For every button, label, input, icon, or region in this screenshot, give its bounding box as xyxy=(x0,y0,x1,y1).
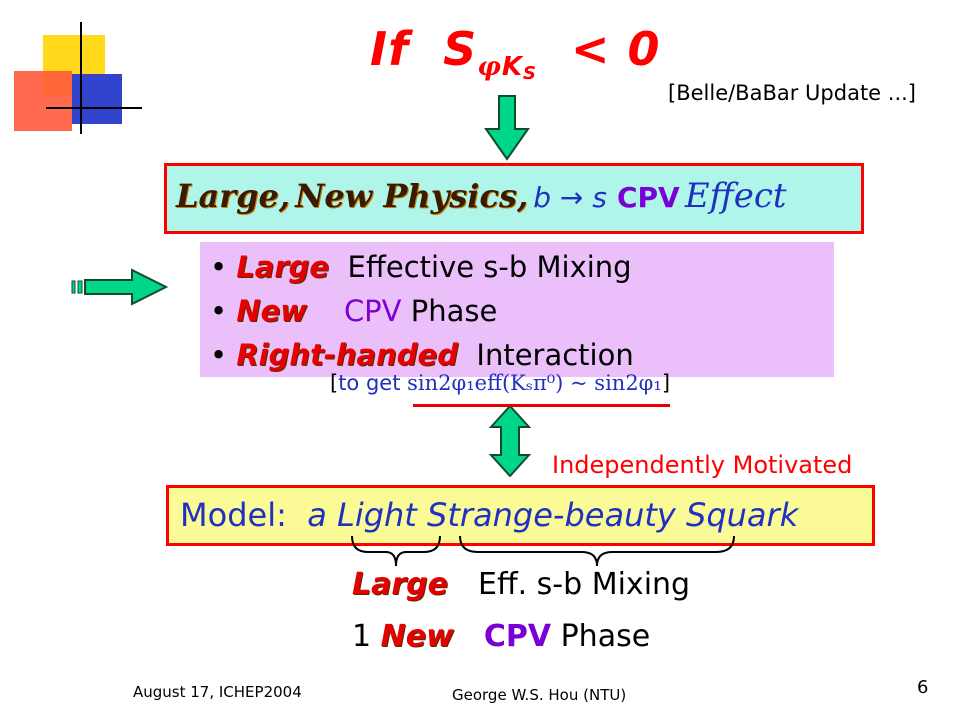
bottom-new-line: 1 New CPV Phase xyxy=(352,619,650,654)
title-suffix: < 0 xyxy=(571,22,661,76)
bottom-count: 1 xyxy=(352,619,372,654)
to-get-prefix: to get xyxy=(338,371,401,395)
bottom-large-rest: Eff. s-b Mixing xyxy=(477,567,691,602)
new-physics-box xyxy=(164,163,864,234)
model-text: Model: a Light Strange-beauty Squark xyxy=(180,496,798,534)
model-box xyxy=(166,485,875,546)
bullet-keyword: New xyxy=(236,294,308,328)
page-number: 6 xyxy=(917,677,929,698)
title-s-sub: S xyxy=(523,63,537,84)
bullet-item: • Right-handed Interaction xyxy=(210,338,634,372)
np-cpv: CPV xyxy=(616,181,680,214)
np-b-to-s: b → s xyxy=(533,181,607,214)
bullet-text: Interaction xyxy=(476,338,634,372)
bottom-phase: Phase xyxy=(560,619,651,654)
right-arrow-icon xyxy=(71,268,169,306)
formula-underline xyxy=(413,404,670,407)
bottom-large: Large xyxy=(352,567,448,602)
to-get-formula: sin2φ₁eff(Kₛπ⁰) ~ sin2φ₁ xyxy=(407,371,662,395)
np-effect: Effect xyxy=(684,176,787,216)
independently-motivated: Independently Motivated xyxy=(552,451,853,479)
bullet-keyword: Right-handed xyxy=(236,338,458,372)
footer-date: August 17, ICHEP2004 xyxy=(133,683,302,701)
bracket-open: [ xyxy=(330,371,339,395)
bottom-cpv: CPV xyxy=(483,619,552,654)
np-large: Large, xyxy=(176,177,290,215)
bullet-text: Effective s-b Mixing xyxy=(347,250,632,284)
deco-vertical-line xyxy=(80,22,82,134)
bullet-item: • New CPV Phase xyxy=(210,294,498,328)
bullet-item: • Large Effective s-b Mixing xyxy=(210,250,632,284)
double-arrow-icon xyxy=(489,405,531,477)
bullets-box: • Large Effective s-b Mixing • New CPV P… xyxy=(200,242,834,377)
to-get-line: [to get sin2φ₁eff(Kₛπ⁰) ~ sin2φ₁] xyxy=(330,371,670,395)
deco-horizontal-line xyxy=(46,107,142,109)
bracket-close: ] xyxy=(661,371,671,395)
title-k: K xyxy=(501,52,523,82)
down-arrow-icon xyxy=(484,95,530,161)
title-prefix: If xyxy=(370,22,410,76)
footer-author: George W.S. Hou (NTU) xyxy=(452,686,627,704)
bullet-keyword: Large xyxy=(236,250,330,284)
update-note: [Belle/BaBar Update ...] xyxy=(668,81,916,105)
slide-title: If SφKS < 0 xyxy=(370,22,661,84)
bullet-text: Phase xyxy=(410,294,498,328)
deco-red-square xyxy=(14,71,72,131)
bottom-new: New xyxy=(380,619,454,654)
np-new-physics: New Physics, xyxy=(295,177,529,215)
new-physics-text: Large, New Physics, b → s CPV Effect xyxy=(176,176,787,216)
model-label: Model: xyxy=(180,496,287,534)
bottom-large-line: Large Eff. s-b Mixing xyxy=(352,567,690,602)
title-s: S xyxy=(443,22,478,76)
model-description: a Light Strange-beauty Squark xyxy=(307,496,799,534)
bullet-cpv: CPV xyxy=(343,294,402,328)
brace-large-icon xyxy=(459,535,735,567)
title-phi: φ xyxy=(477,52,502,82)
brace-small-icon xyxy=(351,535,441,567)
